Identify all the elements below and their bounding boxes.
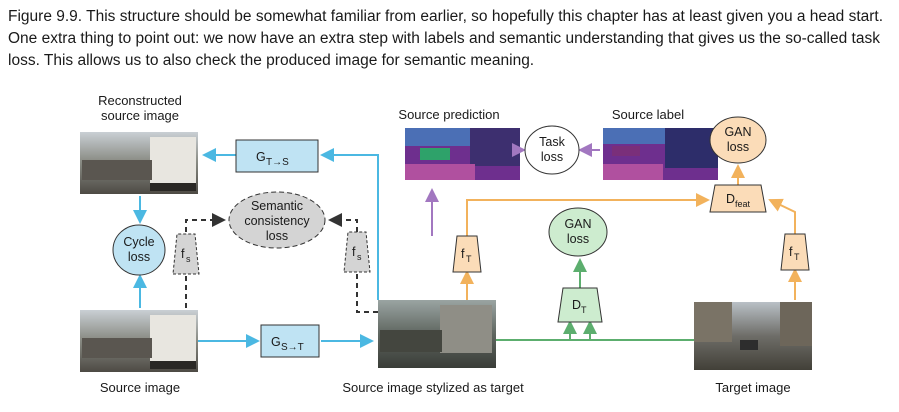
generator-source-to-target: G S→T bbox=[260, 324, 320, 358]
task-loss-line1: Task bbox=[539, 135, 565, 149]
dfeat-subscript: feat bbox=[735, 199, 751, 209]
task-loss-line2: loss bbox=[541, 150, 563, 164]
ft-network-right: f T bbox=[780, 233, 810, 271]
source-image-label: Source image bbox=[100, 380, 180, 395]
discriminator-feat: D feat bbox=[709, 184, 767, 213]
gan-loss-node-orange: GAN loss bbox=[709, 116, 767, 164]
fs-left-subscript: s bbox=[186, 254, 191, 264]
generator-target-to-source: G T→S bbox=[235, 139, 319, 173]
reconstructed-source-image bbox=[80, 132, 198, 194]
dt-subscript: T bbox=[581, 305, 587, 315]
g-st-letter: G bbox=[271, 335, 281, 349]
green-flow bbox=[496, 258, 694, 341]
figure-caption: Figure 9.9. This structure should be som… bbox=[8, 8, 884, 69]
fs-left-letter: f bbox=[181, 247, 185, 261]
source-label-image bbox=[603, 128, 718, 180]
g-st-subscript: S→T bbox=[281, 342, 304, 353]
stylized-source-image bbox=[378, 300, 496, 368]
gan-orange-line1: GAN bbox=[724, 125, 751, 139]
ft-right-subscript: T bbox=[794, 252, 800, 262]
source-prediction-image bbox=[405, 128, 520, 180]
source-prediction-label: Source prediction bbox=[398, 107, 499, 122]
cycle-loss-line1: Cycle bbox=[123, 235, 154, 249]
source-image bbox=[80, 310, 198, 372]
dt-letter: D bbox=[572, 298, 581, 312]
source-label-label: Source label bbox=[612, 107, 684, 122]
target-image-label: Target image bbox=[715, 380, 790, 395]
fs-network-right: f s bbox=[343, 231, 371, 273]
blue-flow bbox=[133, 148, 379, 348]
ft-middle-subscript: T bbox=[466, 254, 472, 264]
target-image bbox=[694, 302, 812, 370]
ft-right-letter: f bbox=[789, 245, 793, 259]
semantic-consistency-loss-node: Semantic consistency loss bbox=[228, 191, 326, 249]
reconstructed-label-line2: source image bbox=[101, 108, 179, 123]
stylized-image-label: Source image stylized as target bbox=[342, 380, 524, 395]
g-ts-letter: G bbox=[256, 150, 266, 164]
cycle-loss-node: Cycle loss bbox=[112, 224, 166, 276]
semantic-line3: loss bbox=[266, 229, 288, 243]
orange-flow bbox=[460, 164, 802, 300]
dashed-flow bbox=[185, 213, 378, 313]
semantic-line1: Semantic bbox=[251, 199, 303, 213]
purple-flow bbox=[425, 143, 600, 236]
ft-middle-letter: f bbox=[461, 247, 465, 261]
discriminator-target: D T bbox=[557, 287, 603, 323]
cycle-loss-line2: loss bbox=[128, 250, 150, 264]
gan-green-line1: GAN bbox=[564, 217, 591, 231]
reconstructed-label-line1: Reconstructed bbox=[98, 93, 182, 108]
fs-network-left: f s bbox=[172, 233, 200, 275]
ft-network-middle: f T bbox=[452, 235, 482, 273]
gan-orange-line2: loss bbox=[727, 140, 749, 154]
gan-loss-node-green: GAN loss bbox=[548, 207, 608, 257]
gan-green-line2: loss bbox=[567, 232, 589, 246]
task-loss-node: Task loss bbox=[524, 125, 580, 175]
semantic-line2: consistency bbox=[244, 214, 310, 228]
dfeat-letter: D bbox=[726, 192, 735, 206]
g-ts-subscript: T→S bbox=[266, 157, 289, 168]
fs-right-letter: f bbox=[352, 245, 356, 259]
fs-right-subscript: s bbox=[357, 252, 362, 262]
